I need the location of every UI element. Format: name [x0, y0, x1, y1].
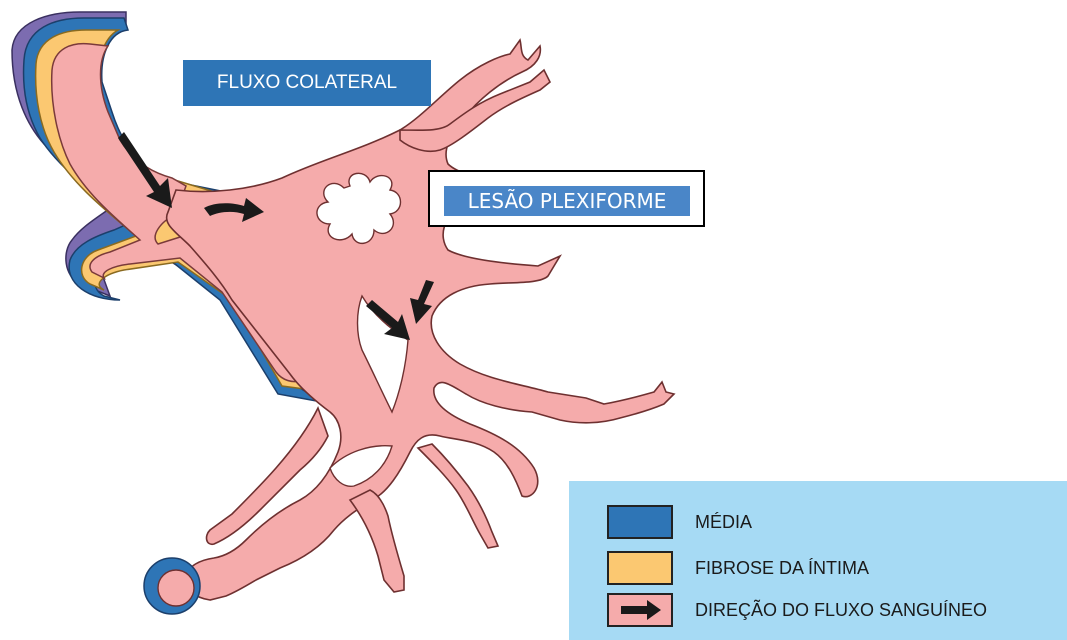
legend-label: FIBROSE DA ÍNTIMA: [695, 558, 869, 579]
legend: MÉDIA FIBROSE DA ÍNTIMA DIREÇÃO DO FLUXO…: [569, 481, 1067, 640]
lesao-plexiforme-box: LESÃO PLEXIFORME: [428, 170, 705, 227]
legend-label: DIREÇÃO DO FLUXO SANGUÍNEO: [695, 600, 987, 621]
fluxo-colateral-label: FLUXO COLATERAL: [183, 60, 431, 106]
intima-swatch: [607, 551, 673, 585]
arrow-right-icon: [609, 595, 671, 625]
legend-item-flow: DIREÇÃO DO FLUXO SANGUÍNEO: [607, 593, 1067, 627]
legend-item-intima: FIBROSE DA ÍNTIMA: [607, 551, 1067, 585]
legend-item-media: MÉDIA: [607, 505, 1067, 539]
lesao-plexiforme-label: LESÃO PLEXIFORME: [444, 186, 690, 216]
media-swatch: [607, 505, 673, 539]
branch-bottom-right: [418, 444, 498, 548]
small-vessel: [144, 558, 200, 614]
branch-bottom-mid: [350, 490, 404, 592]
small-vessel-lumen: [158, 570, 194, 606]
legend-label: MÉDIA: [695, 512, 752, 533]
flow-swatch: [607, 593, 673, 627]
